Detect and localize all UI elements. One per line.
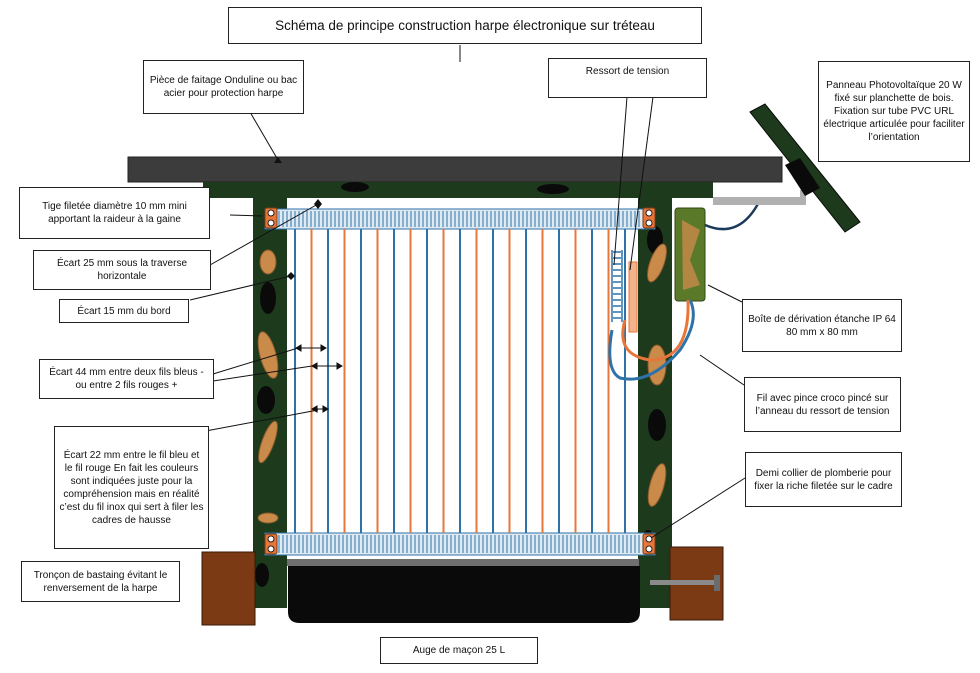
panel-mount-tube: [713, 197, 805, 205]
wire-grid: [294, 229, 626, 533]
solar-panel-icon: [749, 103, 861, 233]
spring-icon: [611, 250, 638, 333]
label-bastaing: Tronçon de bastaing évitant le renversem…: [21, 561, 180, 602]
top-beam: [203, 182, 713, 198]
label-gap-25mm: Écart 25 mm sous la traverse horizontale: [33, 250, 211, 290]
label-half-collar: Demi collier de plomberie pour fixer la …: [745, 452, 902, 507]
mason-trough: [288, 566, 640, 623]
label-ridge-piece: Pièce de faitage Onduline ou bac acier p…: [143, 60, 304, 114]
label-crocodile-clip: Fil avec pince croco pincé sur l’anneau …: [744, 377, 901, 432]
panel-cable: [704, 199, 762, 231]
label-gap-22mm: Écart 22 mm entre le fil bleu et le fil …: [54, 426, 209, 549]
threaded-rod-right: [650, 580, 718, 585]
label-gap-44mm: Écart 44 mm entre deux fils bleus - ou e…: [39, 359, 214, 399]
label-gap-15mm: Écart 15 mm du bord: [59, 299, 189, 323]
label-junction-box: Boîte de dérivation étanche IP 64 80 mm …: [742, 299, 902, 352]
label-solar-panel: Panneau Photovoltaïque 20 W fixé sur pla…: [818, 61, 970, 162]
label-threaded-rod: Tige filetée diamètre 10 mm mini apporta…: [19, 187, 210, 239]
label-trough: Auge de maçon 25 L: [380, 637, 538, 664]
diagram-title: Schéma de principe construction harpe él…: [228, 7, 702, 44]
bastaing-block-left: [201, 551, 256, 626]
roof-ridge-piece: [127, 156, 783, 183]
rod-nut: [714, 575, 720, 591]
rod-thread-marks: [278, 211, 640, 553]
dimension-arrows: [295, 344, 343, 413]
bottom-rail: [287, 559, 639, 566]
blue-cable: [608, 299, 695, 381]
label-tension-spring: Ressort de tension: [548, 58, 707, 98]
pointer-marks: [274, 157, 322, 280]
leader-lines: [189, 45, 746, 539]
screw-icon: [264, 207, 656, 555]
orange-cable: [621, 299, 690, 362]
